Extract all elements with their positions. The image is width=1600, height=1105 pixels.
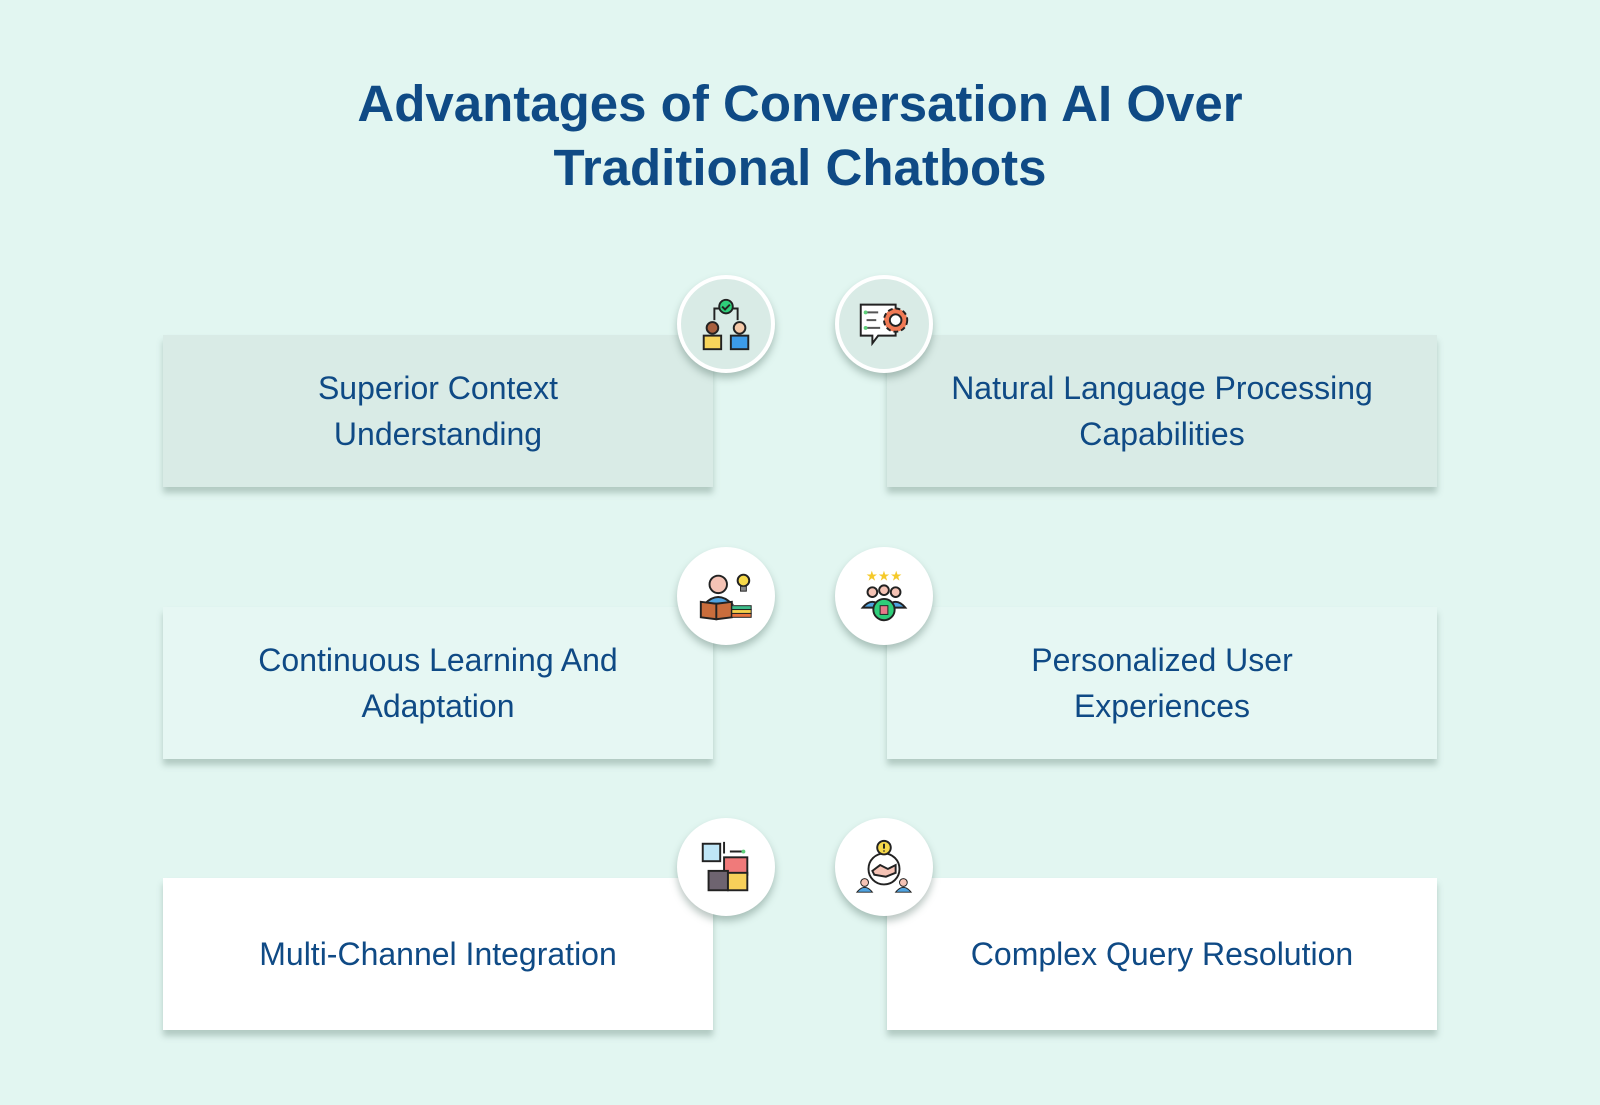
card-label: Multi-Channel Integration — [259, 936, 617, 972]
page-title: Advantages of Conversation AI Over Tradi… — [0, 72, 1600, 200]
card-complex-query-resolution: Complex Query Resolution — [887, 878, 1437, 1030]
title-line-2: Traditional Chatbots — [553, 139, 1047, 196]
handshake-alert-icon — [835, 818, 933, 916]
puzzle-icon — [677, 818, 775, 916]
card-label: Natural Language Processing — [951, 370, 1373, 406]
svg-text:★★★: ★★★ — [866, 569, 902, 584]
card-label: Understanding — [333, 416, 543, 452]
card-label: Capabilities — [1079, 416, 1245, 452]
title-line-1: Advantages of Conversation AI Over — [357, 75, 1243, 132]
card-label: Experiences — [1073, 688, 1251, 724]
people-connected-check-icon — [677, 275, 775, 373]
card-label: Personalized User — [1031, 642, 1293, 678]
card-label: Complex Query Resolution — [970, 936, 1354, 972]
chat-gear-icon — [835, 275, 933, 373]
card-multi-channel-integration: Multi-Channel Integration — [163, 878, 713, 1030]
card-label: Continuous Learning And — [258, 642, 618, 678]
reader-lightbulb-icon — [677, 547, 775, 645]
users-stars-thumbsup-icon: ★★★ — [835, 547, 933, 645]
card-label: Adaptation — [361, 688, 515, 724]
card-label: Superior Context — [317, 370, 559, 406]
